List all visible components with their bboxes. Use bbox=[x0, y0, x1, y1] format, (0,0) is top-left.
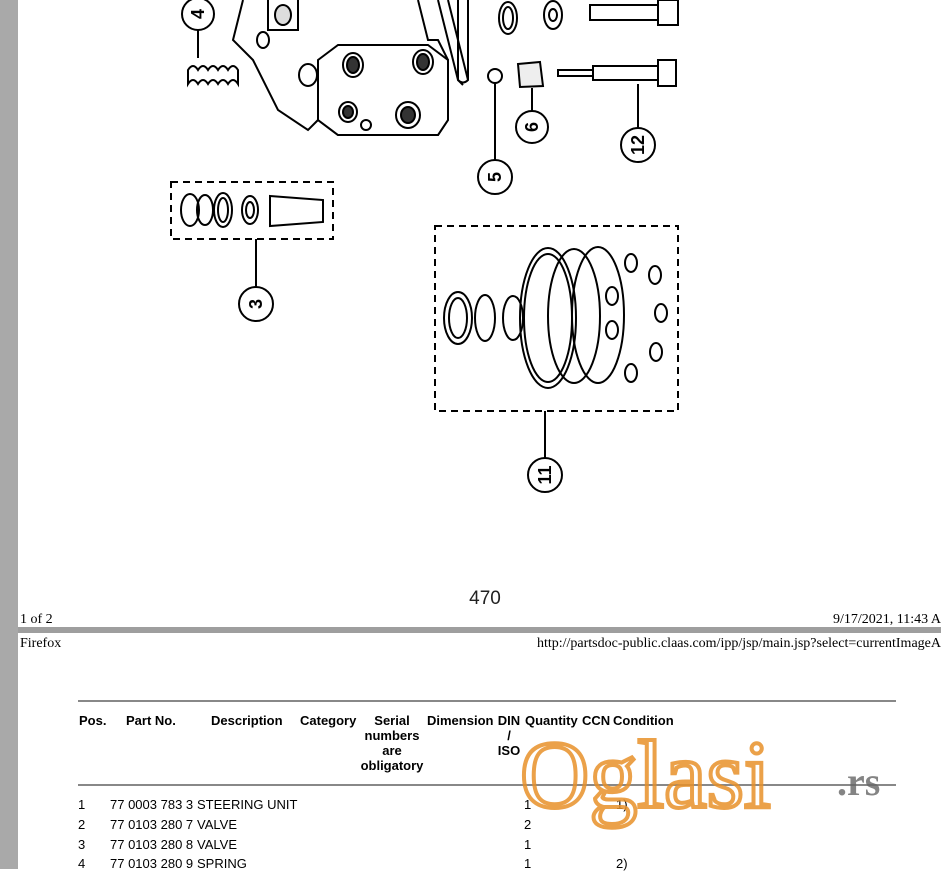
callout-12: 12 bbox=[620, 127, 656, 163]
header-din-iso: DIN / ISO bbox=[497, 713, 521, 758]
svg-text:.rs: .rs bbox=[837, 759, 880, 804]
cell-part-no: 77 0103 280 7 bbox=[110, 817, 194, 832]
table-header-rule bbox=[78, 784, 896, 786]
header-pos: Pos. bbox=[79, 713, 107, 728]
print-datetime: 9/17/2021, 11:43 A bbox=[833, 612, 941, 627]
cell-quantity: 1 bbox=[524, 797, 532, 812]
cell-condition: 1) bbox=[616, 797, 628, 812]
header-dimension: Dimension bbox=[427, 713, 494, 728]
cell-description: STEERING UNIT bbox=[197, 797, 298, 812]
callout-11: 11 bbox=[527, 457, 563, 493]
callout-6: 6 bbox=[515, 110, 549, 144]
svg-text:3: 3 bbox=[246, 299, 266, 309]
svg-text:Oglasi: Oglasi bbox=[520, 721, 771, 828]
cell-pos: 1 bbox=[78, 797, 86, 812]
table-row: 2 77 0103 280 7 VALVE 2 bbox=[78, 817, 896, 837]
callout-4: 4 bbox=[181, 0, 215, 31]
header-part-no: Part No. bbox=[126, 713, 176, 728]
header-condition: Condition bbox=[613, 713, 674, 728]
exploded-parts-drawing: 4 5 6 12 3 11 bbox=[170, 0, 679, 493]
svg-text:12: 12 bbox=[628, 135, 648, 155]
cell-part-no: 77 0103 280 8 bbox=[110, 837, 194, 852]
table-top-rule bbox=[78, 700, 896, 702]
drawing-page-number: 470 bbox=[469, 588, 501, 609]
page-break-separator bbox=[18, 627, 941, 633]
print-browser-name: Firefox bbox=[20, 636, 62, 651]
svg-text:4: 4 bbox=[188, 9, 208, 19]
cell-pos: 4 bbox=[78, 856, 86, 871]
svg-text:5: 5 bbox=[485, 172, 505, 182]
cell-description: VALVE bbox=[197, 837, 237, 852]
oglasi-watermark-logo: Oglasi .rs bbox=[518, 719, 880, 830]
cell-description: SPRING bbox=[197, 856, 247, 871]
print-page-count: 1 of 2 bbox=[20, 612, 53, 627]
callout-3: 3 bbox=[238, 286, 274, 322]
cell-condition: 2) bbox=[616, 856, 628, 871]
table-row: 3 77 0103 280 8 VALVE 1 bbox=[78, 837, 896, 857]
print-url: http://partsdoc-public.claas.com/ipp/jsp… bbox=[536, 636, 941, 651]
svg-text:6: 6 bbox=[522, 122, 542, 132]
left-margin-bar bbox=[0, 0, 18, 869]
callout-5: 5 bbox=[477, 159, 513, 195]
cell-pos: 2 bbox=[78, 817, 86, 832]
cell-part-no: 77 0003 783 3 bbox=[110, 797, 194, 812]
cell-quantity: 1 bbox=[524, 837, 532, 852]
header-quantity: Quantity bbox=[525, 713, 578, 728]
cell-pos: 3 bbox=[78, 837, 86, 852]
cell-quantity: 1 bbox=[524, 856, 532, 871]
steering-unit-body bbox=[231, 0, 469, 136]
cell-part-no: 77 0103 280 9 bbox=[110, 856, 194, 871]
header-ccn: CCN bbox=[582, 713, 611, 728]
cell-quantity: 2 bbox=[524, 817, 532, 832]
header-serial-numbers: Serial numbers are obligatory bbox=[360, 713, 424, 773]
table-row: 1 77 0003 783 3 STEERING UNIT 1 1) bbox=[78, 797, 896, 817]
svg-text:11: 11 bbox=[535, 465, 555, 484]
table-row: 4 77 0103 280 9 SPRING 1 2) bbox=[78, 856, 896, 876]
header-description: Description bbox=[211, 713, 283, 728]
cell-description: VALVE bbox=[197, 817, 237, 832]
header-category: Category bbox=[300, 713, 357, 728]
